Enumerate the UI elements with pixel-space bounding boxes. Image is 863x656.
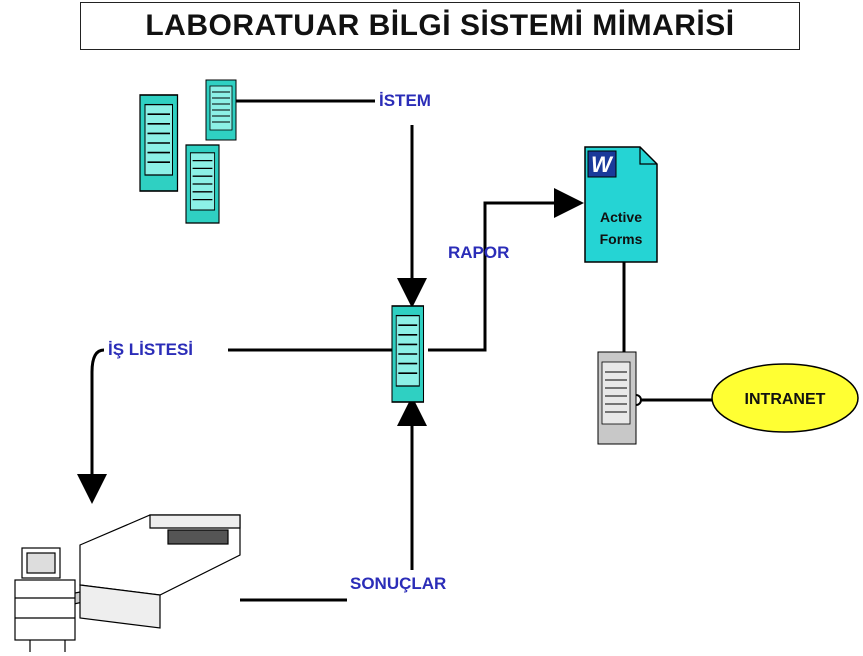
label-istem: İSTEM	[379, 91, 431, 110]
document-label-line2: Forms	[600, 231, 643, 247]
label-rapor: RAPOR	[448, 243, 510, 262]
server-group-icon	[139, 79, 237, 224]
connector-lines	[77, 99, 712, 602]
web-server-icon	[597, 351, 637, 445]
label-is-listesi: İŞ LİSTESİ	[108, 340, 194, 359]
document-label-line1: Active	[600, 209, 642, 225]
intranet-node: INTRANET	[711, 363, 859, 433]
central-server-icon	[391, 305, 425, 403]
word-document-icon: W Active Forms	[584, 146, 658, 263]
diagram-title: LABORATUAR BİLGİ SİSTEMİ MİMARİSİ	[80, 2, 800, 50]
intranet-label: INTRANET	[745, 391, 826, 408]
label-sonuclar: SONUÇLAR	[350, 574, 447, 593]
word-icon-letter: W	[591, 152, 614, 177]
lab-analyzer-icon	[14, 514, 241, 652]
